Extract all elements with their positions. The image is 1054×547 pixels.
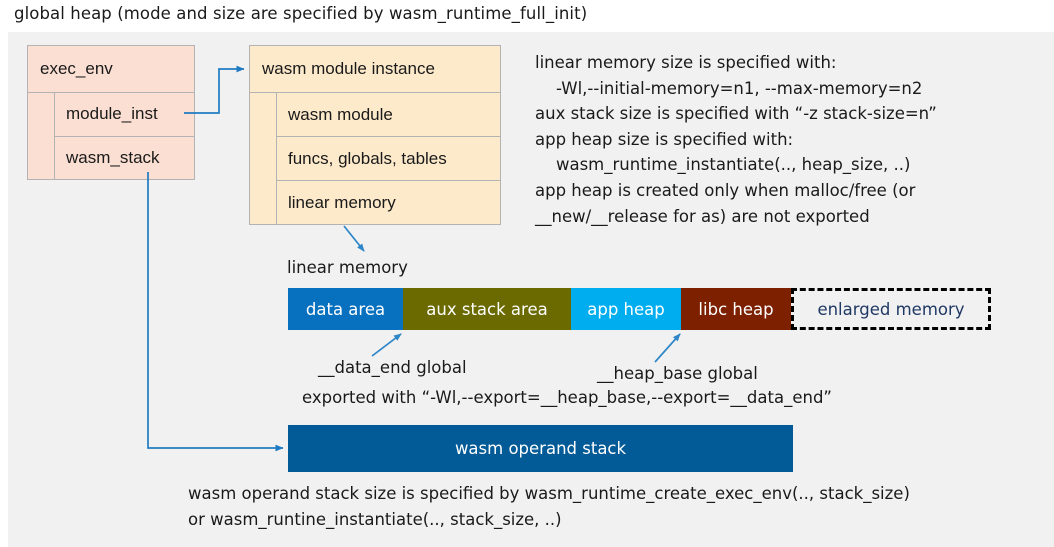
module-instance-field-funcs-globals-tables: funcs, globals, tables bbox=[277, 136, 500, 180]
memory-segment-enlarged-memory: enlarged memory bbox=[791, 288, 991, 330]
data-end-annotation: __data_end global bbox=[318, 358, 467, 377]
exported-globals-annotation: exported with “-Wl,--export=__heap_base,… bbox=[302, 388, 832, 407]
exec-env-body: module_inst wasm_stack bbox=[28, 93, 194, 179]
exec-env-gutter bbox=[28, 93, 55, 179]
heap-base-annotation: __heap_base global bbox=[597, 364, 758, 383]
module-instance-field-linear-memory: linear memory bbox=[277, 180, 500, 224]
module-instance-gutter bbox=[250, 93, 277, 224]
module-instance-field-wasm-module: wasm module bbox=[277, 93, 500, 136]
linear-memory-bar: data area aux stack area app heap libc h… bbox=[288, 288, 991, 330]
module-instance-fields: wasm module funcs, globals, tables linea… bbox=[277, 93, 500, 224]
exec-env-box: exec_env module_inst wasm_stack bbox=[27, 45, 195, 180]
module-instance-header: wasm module instance bbox=[250, 46, 500, 93]
exec-env-fields: module_inst wasm_stack bbox=[55, 93, 194, 179]
memory-segment-aux-stack-area: aux stack area bbox=[403, 288, 571, 330]
memory-segment-data-area: data area bbox=[288, 288, 403, 330]
linear-memory-caption: linear memory bbox=[287, 258, 408, 277]
wasm-module-instance-box: wasm module instance wasm module funcs, … bbox=[249, 45, 501, 225]
memory-segment-app-heap: app heap bbox=[571, 288, 681, 330]
memory-segment-libc-heap: libc heap bbox=[681, 288, 791, 330]
exec-env-field-module-inst: module_inst bbox=[55, 93, 194, 136]
operand-stack-note: wasm operand stack size is specified by … bbox=[188, 484, 910, 529]
exec-env-header: exec_env bbox=[28, 46, 194, 93]
page-title: global heap (mode and size are specified… bbox=[14, 4, 588, 23]
linear-memory-notes: linear memory size is specified with: -W… bbox=[535, 53, 937, 226]
wasm-operand-stack-box: wasm operand stack bbox=[288, 425, 793, 472]
exec-env-field-wasm-stack: wasm_stack bbox=[55, 135, 194, 179]
module-instance-body: wasm module funcs, globals, tables linea… bbox=[250, 93, 500, 224]
